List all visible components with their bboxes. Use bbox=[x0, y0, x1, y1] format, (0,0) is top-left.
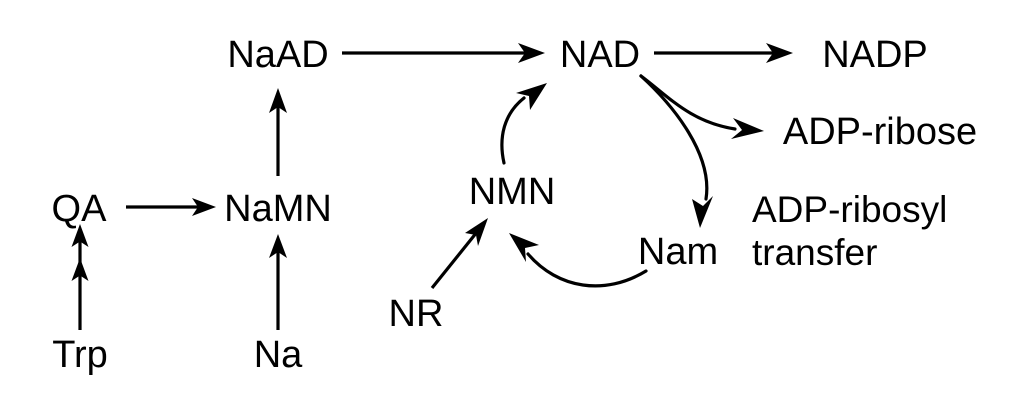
node-nam: Nam bbox=[638, 231, 718, 273]
node-adp-ribose: ADP-ribose bbox=[783, 111, 977, 153]
arrow-head-icon bbox=[71, 224, 89, 247]
node-na: Na bbox=[254, 334, 303, 376]
arrow-head-icon bbox=[269, 234, 287, 258]
edge-nad-to-nam bbox=[639, 74, 713, 228]
node-trp: Trp bbox=[52, 334, 108, 376]
edge-nr-to-nmn bbox=[430, 218, 488, 290]
edge-nad-to-nadp bbox=[654, 43, 793, 63]
arrow-head-icon bbox=[518, 43, 545, 63]
node-naad: NaAD bbox=[227, 34, 328, 76]
arrow-head-icon bbox=[766, 43, 793, 63]
node-adp-ribosyl-transfer-line1: ADP-ribosyl bbox=[752, 189, 947, 230]
arrow-head-icon bbox=[516, 83, 547, 110]
node-nad: NAD bbox=[560, 34, 640, 76]
edge-namn-to-naad bbox=[269, 88, 287, 176]
edge-nad-to-adp-ribose bbox=[639, 74, 764, 139]
arrow-head-icon bbox=[465, 218, 488, 246]
node-nmn: NMN bbox=[469, 171, 556, 213]
arrow-head-icon bbox=[192, 198, 216, 216]
arrow-head-icon bbox=[509, 233, 539, 262]
node-adp-ribosyl-transfer-line2: transfer bbox=[752, 232, 877, 273]
node-namn: NaMN bbox=[224, 188, 332, 230]
arrow-head-icon bbox=[71, 258, 89, 281]
arrow-head-icon bbox=[269, 88, 287, 113]
edge-nam-to-nam-nmn bbox=[509, 233, 648, 288]
node-nadp: NADP bbox=[822, 34, 928, 76]
arrow-head-icon bbox=[692, 196, 713, 228]
edge-trp-to-qa bbox=[71, 224, 89, 330]
edge-naad-to-nad bbox=[342, 43, 545, 63]
node-nr: NR bbox=[389, 293, 444, 335]
node-qa: QA bbox=[52, 188, 108, 230]
edge-nmn-to-nad bbox=[500, 83, 547, 165]
edge-na-to-namn bbox=[269, 234, 287, 330]
arrow-head-icon bbox=[731, 118, 764, 139]
edge-qa-to-namn bbox=[126, 198, 216, 216]
